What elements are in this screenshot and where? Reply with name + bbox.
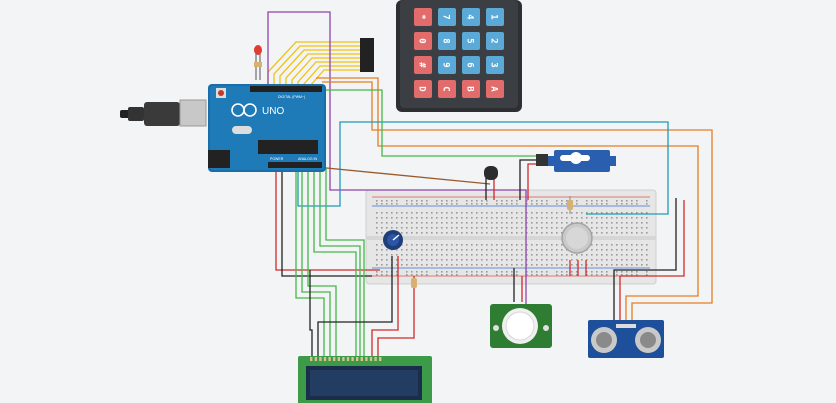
keypad-key[interactable] [486, 80, 504, 98]
keypad-key[interactable] [414, 32, 432, 50]
pin-label-power: POWER [270, 157, 284, 161]
servo-motor[interactable] [536, 150, 616, 172]
resistor-lcd[interactable] [411, 278, 417, 288]
keypad-key[interactable] [438, 8, 456, 26]
lcd-wires [295, 168, 365, 356]
keypad-key-label: 3 [489, 62, 499, 67]
keypad-key-label: A [489, 86, 499, 92]
pin-label-digital: DIGITAL (PWM~) [278, 95, 305, 99]
keypad-key[interactable] [462, 32, 480, 50]
keypad-key[interactable] [486, 32, 504, 50]
wire-orange-2 [316, 77, 699, 320]
pin-label-analog: ANALOG IN [298, 157, 318, 161]
wire-red-power [275, 168, 380, 271]
potentiometer[interactable] [383, 230, 403, 250]
board-logo-text: UNO [262, 106, 284, 117]
led[interactable] [254, 45, 262, 80]
keypad-key-label: 4 [465, 14, 475, 20]
wire-brown [305, 165, 491, 185]
keypad-key[interactable] [438, 80, 456, 98]
keypad-key-label: 8 [441, 38, 451, 43]
keypad-key-label: D [417, 86, 427, 92]
wire-teal [297, 121, 669, 215]
keypad-key[interactable] [438, 32, 456, 50]
wires [267, 11, 713, 356]
keypad-key-label: # [417, 62, 427, 68]
keypad-key[interactable] [462, 80, 480, 98]
gas-sensor[interactable] [561, 222, 593, 254]
keypad-wires [267, 41, 362, 87]
keypad-key[interactable] [462, 8, 480, 26]
temperature-sensor[interactable] [484, 166, 498, 180]
keypad-key-label: 7 [441, 14, 451, 19]
keypad-key[interactable] [438, 56, 456, 74]
keypad-key-label: * [417, 14, 427, 19]
resistor[interactable] [567, 196, 573, 214]
keypad-key[interactable] [486, 8, 504, 26]
keypad-key-label: C [441, 86, 451, 91]
breadboard[interactable] [365, 189, 657, 285]
wire-black-gnd [281, 168, 372, 277]
wire-purple [267, 11, 527, 304]
keypad[interactable]: * 7 4 1 0 8 5 2 #9 6 3D C B A [360, 0, 522, 112]
arduino-uno[interactable]: UNO DIGITAL (PWM~) POWER ANALOG IN [120, 84, 326, 172]
wire-orange-1 [322, 81, 713, 320]
keypad-key[interactable] [414, 56, 432, 74]
pir-sensor[interactable] [490, 304, 552, 348]
arduino-logo-icon [231, 103, 257, 117]
keypad-key[interactable] [486, 56, 504, 74]
keypad-key-label: 5 [465, 38, 475, 43]
keypad-key[interactable] [462, 56, 480, 74]
keypad-key-label: 6 [465, 62, 475, 67]
lcd-display[interactable] [298, 356, 432, 403]
keypad-key[interactable] [414, 80, 432, 98]
keypad-key-label: 0 [417, 38, 427, 43]
keypad-key-label: B [465, 86, 475, 92]
keypad-key[interactable] [414, 8, 432, 26]
ultrasonic-sensor[interactable] [588, 320, 664, 358]
keypad-key-label: 1 [489, 14, 499, 19]
keypad-key-label: 9 [441, 62, 451, 67]
keypad-key-label: 2 [489, 38, 499, 43]
